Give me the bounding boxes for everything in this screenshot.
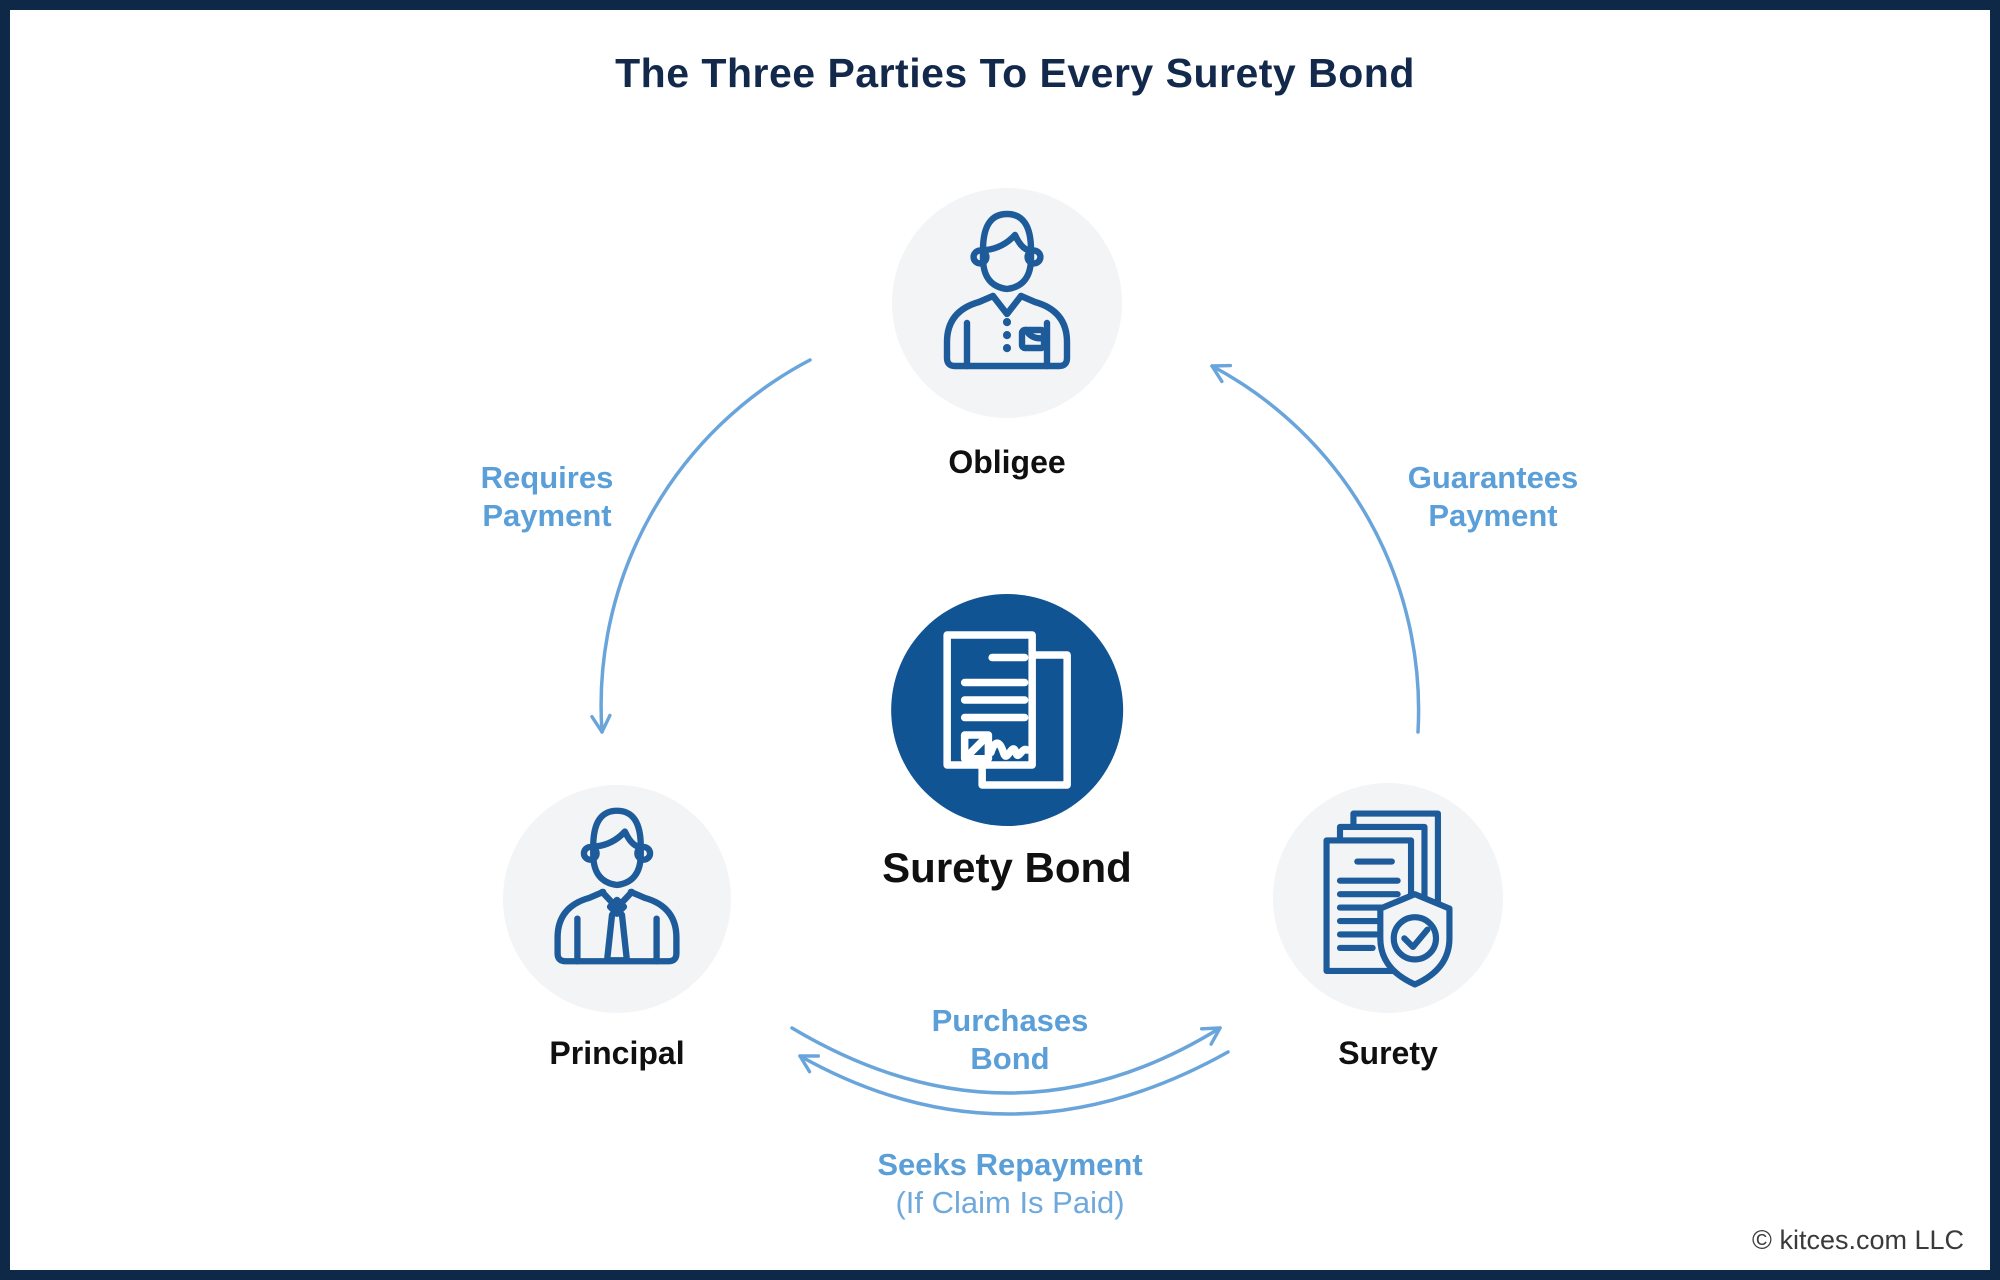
principal-node: Principal <box>503 785 731 1072</box>
copyright-text: © kitces.com LLC <box>1752 1225 1964 1255</box>
seeks-repayment-label: Seeks Repayment (If Claim Is Paid) <box>877 1147 1143 1220</box>
surety-node: Surety <box>1273 783 1503 1072</box>
surety-bond-label: Surety Bond <box>882 844 1132 891</box>
person-collared-shirt-icon <box>943 210 1071 370</box>
signed-document-icon <box>943 631 1071 789</box>
surety-label: Surety <box>1338 1035 1438 1071</box>
surety-circle <box>1273 783 1503 1013</box>
documents-shield-check-icon <box>1323 810 1453 988</box>
page-title: The Three Parties To Every Surety Bond <box>615 50 1415 96</box>
requires-payment-arrow <box>590 358 812 734</box>
requires-payment-label: Requires Payment <box>480 460 614 533</box>
obligee-node: Obligee <box>892 188 1122 481</box>
guarantees-payment-arrow <box>1210 363 1421 734</box>
principal-circle <box>503 785 731 1013</box>
principal-label: Principal <box>549 1035 685 1071</box>
surety-bond-node: Surety Bond <box>882 594 1132 892</box>
obligee-circle <box>892 188 1122 418</box>
obligee-label: Obligee <box>948 444 1066 480</box>
surety-bond-circle <box>891 594 1123 826</box>
purchases-bond-label: Purchases Bond <box>931 1003 1089 1076</box>
guarantees-payment-label: Guarantees Payment <box>1407 460 1579 533</box>
person-necktie-icon <box>554 807 680 965</box>
